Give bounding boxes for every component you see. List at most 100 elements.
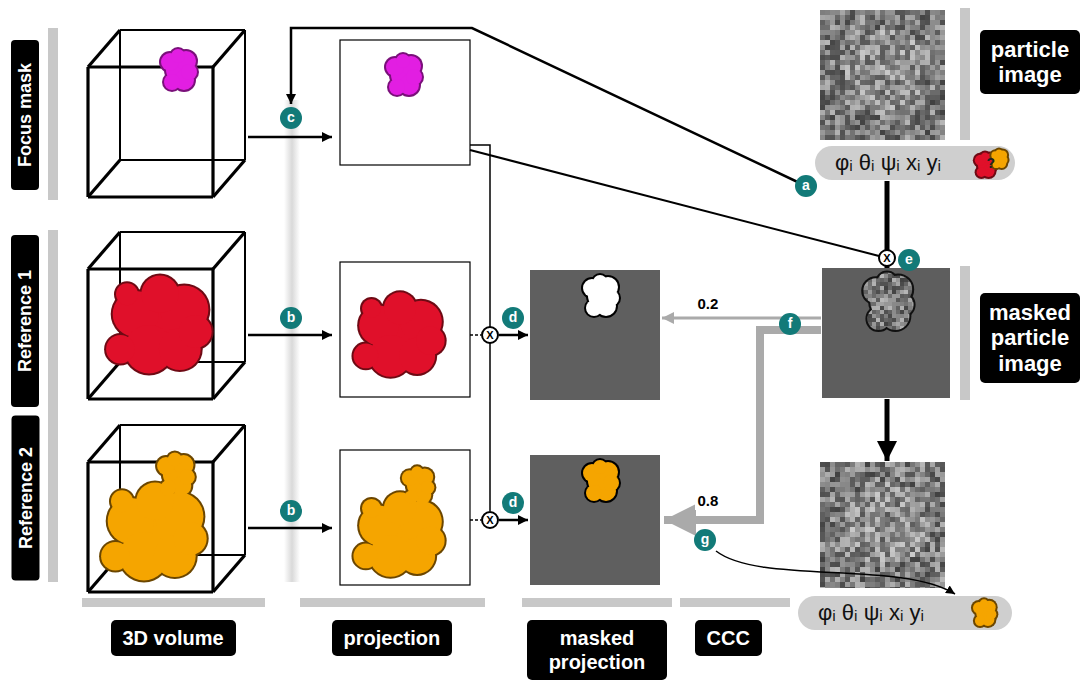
particle-noise <box>825 557 830 562</box>
particle-noise <box>865 115 870 120</box>
particle-noise <box>890 60 895 65</box>
particle-noise <box>860 542 865 547</box>
particle-noise <box>830 527 835 532</box>
particle-noise <box>895 482 900 487</box>
masked-noise <box>900 334 904 338</box>
particle-noise <box>890 90 895 95</box>
particle-noise <box>940 25 945 30</box>
masked-noise <box>872 306 876 310</box>
particle-noise <box>835 55 840 60</box>
particle-noise <box>900 70 905 75</box>
particle-noise <box>895 477 900 482</box>
particle-noise <box>890 105 895 110</box>
particle-noise <box>900 537 905 542</box>
particle-noise <box>915 135 920 140</box>
masked-noise <box>864 302 868 306</box>
masked-noise <box>864 334 868 338</box>
particle-noise <box>925 125 930 130</box>
particle-noise <box>915 472 920 477</box>
particle-noise <box>825 95 830 100</box>
particle-noise <box>905 562 910 567</box>
particle-noise <box>910 115 915 120</box>
masked-noise <box>880 286 884 290</box>
particle-noise <box>920 477 925 482</box>
particle-noise <box>850 15 855 20</box>
particle-noise <box>900 477 905 482</box>
particle-noise <box>910 582 915 587</box>
particle-noise <box>870 512 875 517</box>
particle-noise <box>860 10 865 15</box>
particle-noise <box>845 477 850 482</box>
particle-noise <box>835 30 840 35</box>
column-label: projection <box>332 620 453 656</box>
particle-noise <box>925 50 930 55</box>
particle-noise <box>915 30 920 35</box>
particle-noise <box>885 502 890 507</box>
particle-noise <box>835 100 840 105</box>
masked-noise <box>896 306 900 310</box>
particle-noise <box>900 40 905 45</box>
masked-noise <box>912 282 916 286</box>
particle-noise <box>865 120 870 125</box>
particle-noise <box>875 20 880 25</box>
masked-noise <box>916 310 920 314</box>
particle-noise <box>870 110 875 115</box>
particle-noise <box>920 70 925 75</box>
particle-noise <box>885 462 890 467</box>
particle-noise <box>820 115 825 120</box>
particle-noise <box>890 577 895 582</box>
particle-noise <box>900 90 905 95</box>
particle-noise <box>840 512 845 517</box>
particle-noise <box>910 95 915 100</box>
particle-noise <box>895 10 900 15</box>
cube-wireframe <box>88 195 213 198</box>
masked-noise <box>896 334 900 338</box>
particle-noise <box>920 35 925 40</box>
particle-noise <box>835 130 840 135</box>
masked-noise <box>888 290 892 294</box>
particle-noise <box>830 577 835 582</box>
particle-noise <box>840 110 845 115</box>
particle-noise <box>920 45 925 50</box>
particle-noise <box>875 40 880 45</box>
particle-noise <box>930 115 935 120</box>
masked-noise <box>884 306 888 310</box>
particle-noise <box>900 517 905 522</box>
masked-blob <box>603 290 619 306</box>
particle-noise <box>940 552 945 557</box>
particle-noise <box>850 487 855 492</box>
masked-blob <box>586 485 602 501</box>
masked-noise <box>852 310 856 314</box>
particle-noise <box>920 55 925 60</box>
particle-noise <box>890 35 895 40</box>
particle-noise <box>905 65 910 70</box>
particle-noise <box>900 110 905 115</box>
particle-noise <box>830 562 835 567</box>
particle-noise <box>825 120 830 125</box>
particle-noise <box>830 110 835 115</box>
particle-noise <box>900 100 905 105</box>
group-bars <box>48 8 970 607</box>
particle-noise <box>895 25 900 30</box>
particle-noise <box>890 492 895 497</box>
particle-noise <box>825 532 830 537</box>
callout-circle: d <box>502 307 524 329</box>
particle-noise <box>840 30 845 35</box>
flow-arrow <box>248 136 332 139</box>
particle-noise <box>925 512 930 517</box>
particle-noise <box>820 497 825 502</box>
masked-noise <box>884 278 888 282</box>
particle-noise <box>820 532 825 537</box>
masked-noise <box>880 334 884 338</box>
particle-noise <box>845 567 850 572</box>
particle-noise <box>920 40 925 45</box>
particle-noise <box>865 110 870 115</box>
particle-noise <box>840 562 845 567</box>
particle-noise <box>935 100 940 105</box>
node-text: CCC <box>707 626 750 650</box>
particle-noise <box>890 50 895 55</box>
particle-noise <box>925 35 930 40</box>
particle-noise <box>940 527 945 532</box>
particle-noise <box>870 532 875 537</box>
particle-noise <box>840 537 845 542</box>
